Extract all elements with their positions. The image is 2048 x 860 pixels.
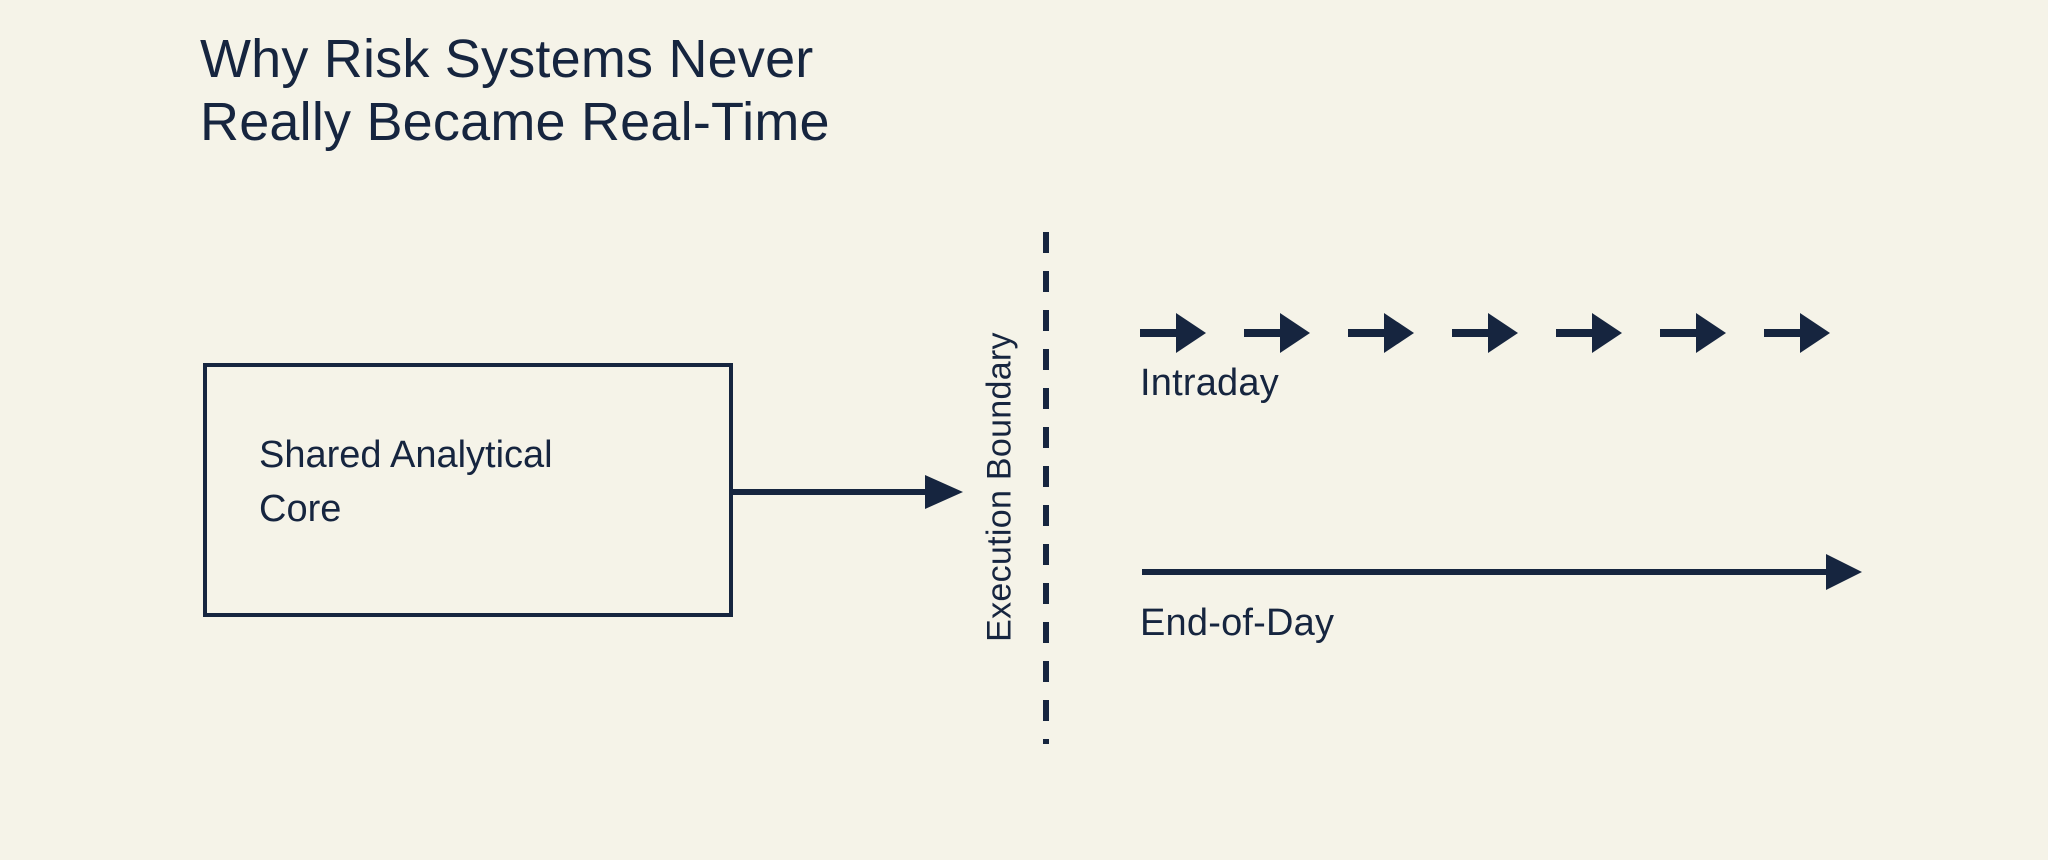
execution-boundary-label: Execution Boundary xyxy=(980,332,1019,642)
shared-analytical-core-label: Shared Analytical Core xyxy=(259,434,553,530)
intraday-tick-arrow-icon xyxy=(1452,313,1518,353)
intraday-tick-arrow-icon xyxy=(1244,313,1310,353)
intraday-label: Intraday xyxy=(1140,362,1279,404)
end-of-day-lane: End-of-Day xyxy=(1140,548,1864,644)
flow-arrow-icon xyxy=(733,475,963,509)
end-of-day-label: End-of-Day xyxy=(1140,602,1335,644)
intraday-tick-arrow-icon xyxy=(1764,313,1830,353)
intraday-arrow-row xyxy=(1140,310,1864,356)
page-title: Why Risk Systems Never Really Became Rea… xyxy=(200,29,830,153)
intraday-tick-arrow-icon xyxy=(1348,313,1414,353)
intraday-tick-arrow-icon xyxy=(1556,313,1622,353)
intraday-tick-arrow-icon xyxy=(1140,313,1206,353)
intraday-tick-arrow-icon xyxy=(1660,313,1726,353)
execution-boundary-line xyxy=(1043,232,1049,744)
end-of-day-arrow-icon xyxy=(1142,554,1862,590)
shared-analytical-core-box: Shared Analytical Core xyxy=(203,363,733,617)
intraday-lane: Intraday xyxy=(1140,310,1864,404)
